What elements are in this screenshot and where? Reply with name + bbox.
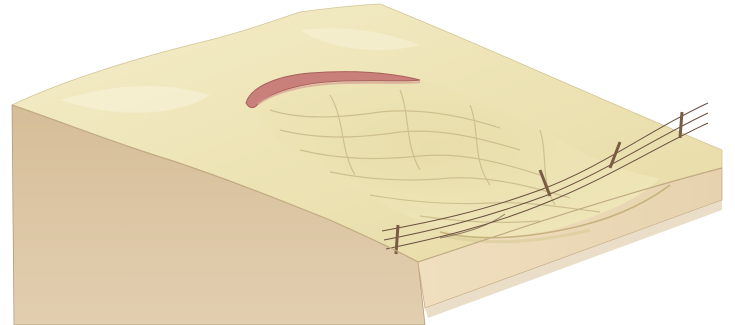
fence-post — [680, 112, 682, 138]
fence-post — [396, 225, 398, 254]
